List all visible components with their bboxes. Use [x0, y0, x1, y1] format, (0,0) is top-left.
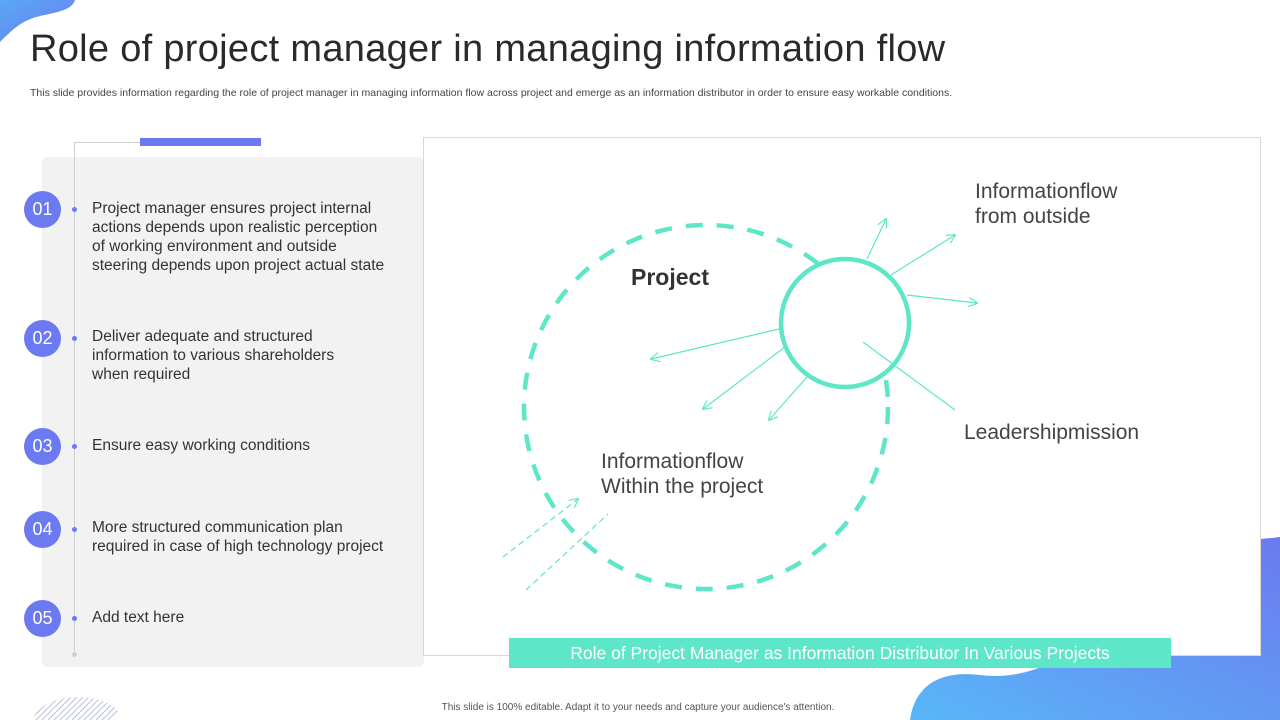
- steps-panel: [42, 157, 424, 667]
- manager-circle: [778, 256, 912, 390]
- step-dot: [72, 444, 77, 449]
- step-dot: [72, 207, 77, 212]
- arrow-out-up: [866, 219, 886, 260]
- arrow-out-downleft: [703, 346, 786, 409]
- page-title: Role of project manager in managing info…: [30, 28, 946, 70]
- step-dot: [72, 336, 77, 341]
- step-dot: [72, 527, 77, 532]
- information-flow-diagram: [502, 137, 1259, 592]
- leadership-label: Leadershipmission: [964, 421, 1140, 444]
- arrow-out-upright: [890, 235, 955, 276]
- arrow-out-left: [651, 328, 780, 359]
- project-label: Project: [631, 264, 709, 290]
- timeline-end-dot: [72, 652, 77, 657]
- step-text: Project manager ensures project internal…: [92, 200, 385, 274]
- hatch-pattern: [33, 697, 123, 720]
- leadership-line: [862, 341, 956, 411]
- arrow-out-down: [769, 376, 808, 420]
- within-flow-label: Informationflow Within the project: [601, 450, 764, 498]
- step-text: Ensure easy working conditions: [92, 437, 310, 454]
- step-number-badge: 04: [24, 511, 61, 548]
- step-text: More structured communication plan requi…: [92, 519, 384, 555]
- project-dashed-circle: [521, 222, 891, 592]
- footer-note: This slide is 100% editable. Adapt it to…: [441, 702, 835, 713]
- step-text: Deliver adequate and structured informat…: [92, 328, 335, 383]
- outside-flow-label: Informationflow from outside: [975, 180, 1118, 228]
- step-text: Add text here: [92, 609, 185, 626]
- timeline-connector: [74, 142, 140, 143]
- diagram-caption: Role of Project Manager as Information D…: [509, 638, 1171, 668]
- diagram-frame: [423, 137, 1261, 656]
- corner-blob-top-left: [0, 0, 75, 42]
- arrow-out-right: [906, 294, 977, 303]
- step-number-badge: 03: [24, 428, 61, 465]
- step-number-badge: 02: [24, 320, 61, 357]
- arrow-in-lower: [525, 513, 609, 591]
- step-number-badge: 01: [24, 191, 61, 228]
- timeline-line: [74, 142, 75, 656]
- step-dot: [72, 616, 77, 621]
- arrow-in-upper: [502, 499, 578, 558]
- page-subtitle: This slide provides information regardin…: [30, 87, 953, 99]
- step-number-badge: 05: [24, 600, 61, 637]
- accent-bar: [140, 138, 261, 146]
